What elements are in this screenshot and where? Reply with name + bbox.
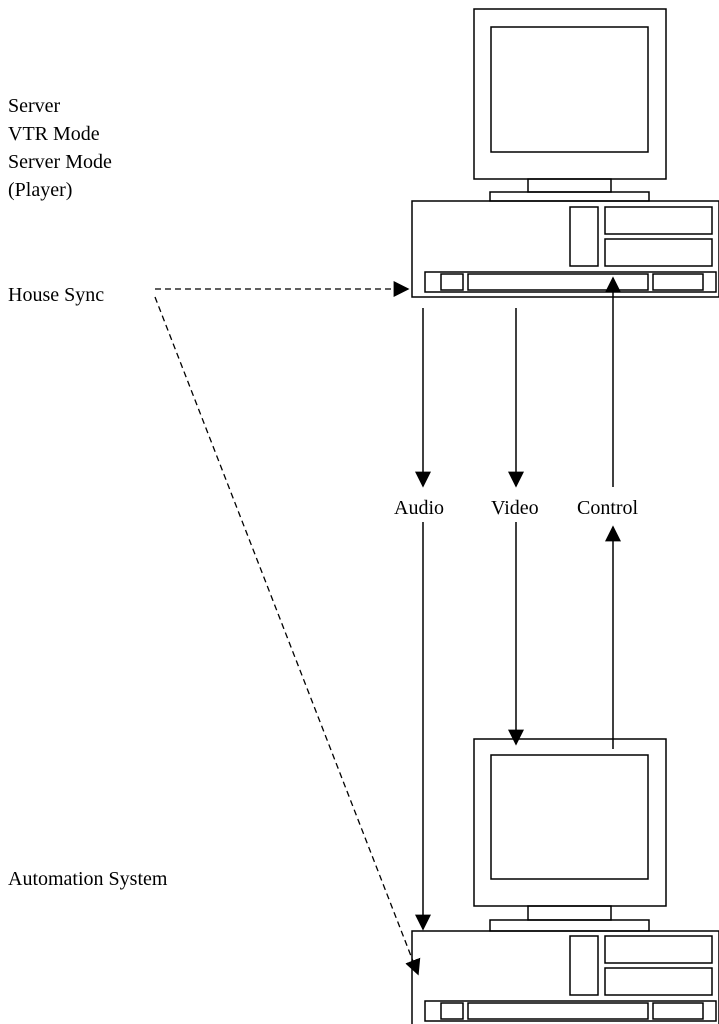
- server-label: Server VTR Mode Server Mode (Player): [8, 92, 112, 204]
- control-label: Control: [576, 494, 640, 522]
- automation-computer-icon: [411, 738, 719, 1024]
- server-label-line-2: VTR Mode: [8, 123, 100, 145]
- automation-monitor: [473, 738, 667, 932]
- server-computer-icon: [411, 8, 719, 298]
- audio-label: Audio: [393, 494, 445, 522]
- video-label: Video: [490, 494, 540, 522]
- server-label-line-4: (Player): [8, 179, 73, 201]
- server-label-line-3: Server Mode: [8, 151, 112, 173]
- automation-system-unit: [411, 930, 719, 1024]
- server-monitor: [473, 8, 667, 202]
- automation-system-label: Automation System: [8, 868, 168, 890]
- server-system-unit: [411, 200, 719, 298]
- server-label-line-1: Server: [8, 95, 61, 117]
- house-sync-label: House Sync: [8, 284, 105, 306]
- house-sync-to-automation-arrow: [154, 296, 421, 976]
